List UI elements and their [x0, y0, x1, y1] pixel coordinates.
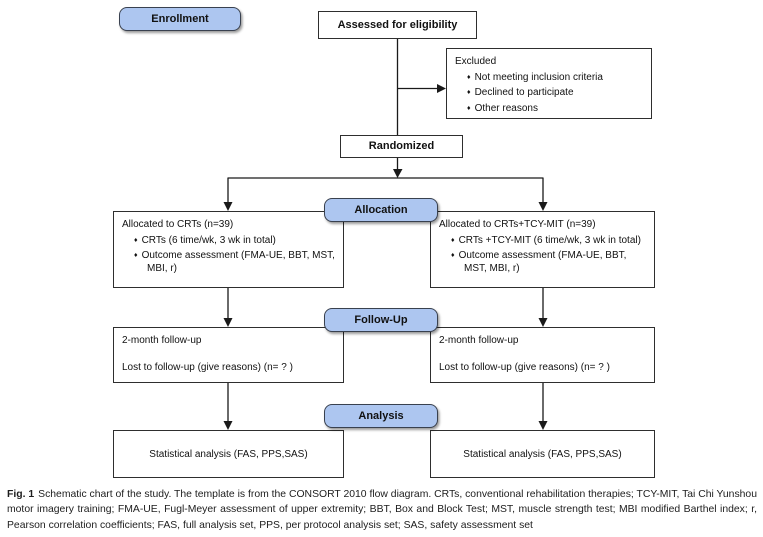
allocation-stage-text: Allocation — [354, 204, 408, 216]
allocation-right-box: Allocated to CRTs+TCY-MIT (n=39) ♦CRTs +… — [430, 211, 655, 288]
arrowhead-allocation-right — [538, 202, 548, 211]
bullet-diamond-icon: ♦ — [451, 252, 455, 259]
followup-left-line2: Lost to follow-up (give reasons) (n= ? ) — [122, 362, 293, 373]
figure-caption-label: Fig. 1 — [7, 489, 35, 500]
bullet-diamond-icon: ♦ — [134, 252, 138, 259]
allocation-left-item-text: CRTs (6 time/wk, 3 wk in total) — [141, 234, 276, 246]
arrowhead-followup-left — [223, 318, 233, 327]
randomized-box: Randomized — [340, 135, 463, 158]
followup-left-line1: 2-month follow-up — [122, 335, 202, 346]
bullet-diamond-icon: ♦ — [134, 236, 138, 244]
analysis-stage-text: Analysis — [358, 410, 404, 422]
analysis-right-text: Statistical analysis (FAS, PPS,SAS) — [463, 448, 622, 460]
assessed-text: Assessed for eligibility — [337, 18, 458, 31]
excluded-item-text: Other reasons — [474, 102, 538, 114]
bullet-diamond-icon: ♦ — [467, 104, 471, 112]
arrowhead-split — [393, 169, 403, 178]
arrowhead-followup-right — [538, 318, 548, 327]
bullet-diamond-icon: ♦ — [451, 236, 455, 244]
excluded-item-text: Declined to participate — [474, 87, 574, 98]
figure-caption-text: Schematic chart of the study. The templa… — [7, 489, 757, 531]
arrowhead-allocation-left — [223, 202, 233, 211]
excluded-item-text: Not meeting inclusion criteria — [474, 71, 603, 83]
allocation-right-item: ♦CRTs +TCY-MIT (6 time/wk, 3 wk in total… — [439, 234, 646, 247]
allocation-stage-label: Allocation — [324, 198, 438, 222]
excluded-item: ♦Declined to participate — [455, 86, 643, 99]
followup-right-line1: 2-month follow-up — [439, 335, 519, 346]
allocation-left-item-text: Outcome assessment (FMA-UE, BBT, MST, MB… — [141, 250, 335, 274]
bullet-diamond-icon: ♦ — [467, 89, 471, 96]
allocation-right-item: ♦Outcome assessment (FMA-UE, BBT, MST, M… — [439, 249, 646, 275]
arrowhead-analysis-left — [223, 421, 233, 430]
allocation-right-title: Allocated to CRTs+TCY-MIT (n=39) — [439, 219, 596, 230]
followup-stage-text: Follow-Up — [354, 314, 408, 326]
followup-stage-label: Follow-Up — [324, 308, 438, 332]
enrollment-stage-label: Enrollment — [119, 7, 241, 31]
allocation-left-item: ♦Outcome assessment (FMA-UE, BBT, MST, M… — [122, 249, 335, 275]
excluded-box: Excluded ♦Not meeting inclusion criteria… — [446, 48, 652, 119]
excluded-title: Excluded — [455, 56, 497, 67]
allocation-left-item: ♦CRTs (6 time/wk, 3 wk in total) — [122, 234, 335, 247]
arrowhead-excluded — [437, 84, 446, 93]
analysis-right-box: Statistical analysis (FAS, PPS,SAS) — [430, 430, 655, 478]
allocation-right-item-text: Outcome assessment (FMA-UE, BBT, MST, MB… — [458, 250, 627, 274]
followup-right-box: 2-month follow-up Lost to follow-up (giv… — [430, 327, 655, 383]
allocation-right-item-text: CRTs +TCY-MIT (6 time/wk, 3 wk in total) — [458, 234, 641, 246]
analysis-stage-label: Analysis — [324, 404, 438, 428]
arrowhead-analysis-right — [538, 421, 548, 430]
randomized-text: Randomized — [368, 140, 435, 153]
analysis-left-box: Statistical analysis (FAS, PPS,SAS) — [113, 430, 344, 478]
followup-right-line2: Lost to follow-up (give reasons) (n= ? ) — [439, 362, 610, 373]
excluded-item: ♦Not meeting inclusion criteria — [455, 71, 643, 84]
enrollment-stage-text: Enrollment — [151, 13, 209, 25]
allocation-left-box: Allocated to CRTs (n=39) ♦CRTs (6 time/w… — [113, 211, 344, 288]
allocation-left-title: Allocated to CRTs (n=39) — [122, 219, 234, 230]
bullet-diamond-icon: ♦ — [467, 73, 471, 81]
followup-left-box: 2-month follow-up Lost to follow-up (giv… — [113, 327, 344, 383]
analysis-left-text: Statistical analysis (FAS, PPS,SAS) — [149, 448, 308, 460]
assessed-box: Assessed for eligibility — [318, 11, 477, 39]
excluded-item: ♦Other reasons — [455, 102, 643, 115]
